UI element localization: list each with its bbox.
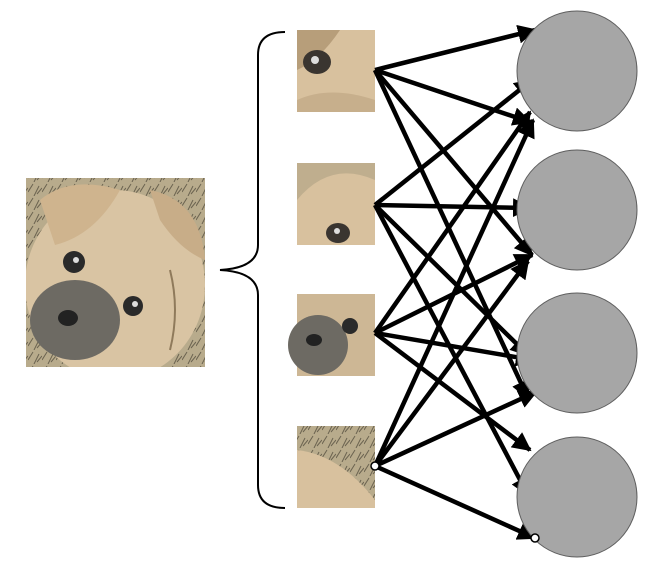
dog-ear-patch [297, 163, 375, 245]
connection-arrows [372, 24, 538, 541]
arrow-patch1-to-node4 [372, 69, 531, 400]
arrow-patch2-to-node1 [373, 78, 534, 207]
output-node-2 [516, 149, 638, 271]
output-node-3 [516, 292, 638, 414]
output-node-4 [516, 436, 638, 558]
arrow-patch1-to-node1 [374, 24, 537, 73]
arrow-patch3-to-node1 [373, 110, 532, 335]
dog-photo [26, 178, 205, 367]
curly-brace [219, 31, 286, 509]
output-node-1 [516, 10, 638, 132]
dog-eye-patch [297, 30, 375, 112]
arrow-patch4-to-node3 [374, 389, 538, 469]
arrow-patch1-to-node3 [373, 68, 534, 257]
arrow-patch4-to-node2 [373, 259, 530, 468]
arrow-patch3-to-node4 [373, 331, 532, 452]
dog-fur-patch [297, 426, 375, 508]
arrow-patch2-to-node4 [373, 203, 530, 497]
arrow-patch4-to-node1 [372, 118, 536, 467]
arrow-patch1-to-node2 [374, 67, 532, 126]
node-connector-dot [530, 533, 540, 543]
arrow-patch2-to-node3 [373, 203, 530, 357]
arrow-patch3-to-node3 [374, 330, 535, 367]
dog-nose-patch [288, 294, 375, 376]
arrow-patch2-to-node2 [374, 198, 532, 218]
arrow-patch4-to-node4 [374, 463, 537, 541]
patch-connector-dot [370, 461, 380, 471]
